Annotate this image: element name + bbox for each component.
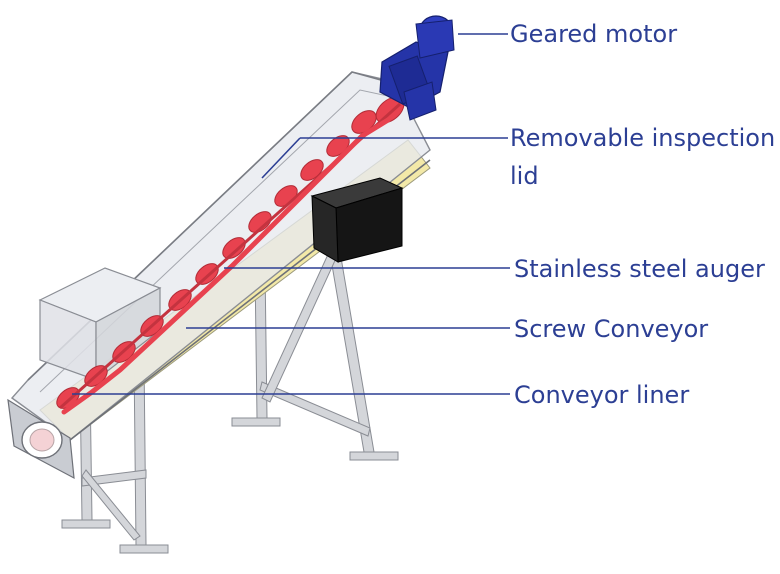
auger-helix bbox=[61, 117, 391, 415]
auger-flight bbox=[195, 263, 219, 285]
label-removable-inspection-lid: Removable inspection lid bbox=[510, 124, 780, 190]
geared-motor bbox=[379, 15, 455, 121]
inlet-hopper bbox=[38, 267, 162, 382]
callout-labels: Geared motor Removable inspection lid St… bbox=[510, 20, 780, 409]
auger-flight bbox=[222, 237, 246, 259]
leader-line-lid-slant bbox=[261, 137, 301, 179]
label-conveyor-liner: Conveyor liner bbox=[514, 381, 689, 409]
callout-leaders bbox=[72, 33, 510, 395]
control-box bbox=[310, 177, 404, 263]
auger-flight bbox=[248, 211, 272, 233]
label-line-2: lid bbox=[510, 162, 539, 190]
label-line-1: Removable inspection bbox=[510, 124, 775, 152]
label-geared-motor: Geared motor bbox=[510, 20, 677, 48]
label-stainless-steel-auger: Stainless steel auger bbox=[514, 255, 765, 283]
inlet-flange bbox=[7, 398, 75, 480]
label-screw-conveyor: Screw Conveyor bbox=[514, 315, 708, 343]
